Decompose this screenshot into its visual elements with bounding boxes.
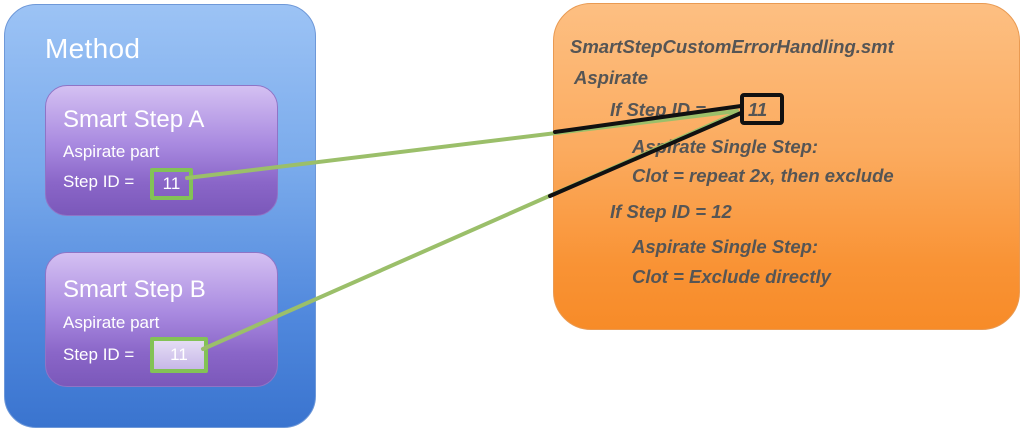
case-1-id-value: 11 [748, 99, 768, 120]
smart-step-b-description: Aspirate part [63, 313, 160, 332]
handler-filename: SmartStepCustomErrorHandling.smt [570, 36, 894, 57]
case-2-action: Aspirate Single Step: [632, 236, 819, 257]
smart-step-b-id-box: 11 [150, 337, 208, 373]
case-1-condition: If Step ID = [610, 99, 707, 120]
smart-step-b-title: Smart Step B [63, 276, 206, 303]
smart-step-a-description: Aspirate part [63, 142, 160, 161]
case-2-rule: Clot = Exclude directly [632, 266, 831, 287]
handler-section: Aspirate [574, 67, 649, 88]
case-1-action: Aspirate Single Step: [632, 136, 819, 157]
smart-step-a-title: Smart Step A [63, 106, 205, 133]
smart-step-b-id-value: 11 [170, 345, 188, 364]
case-1-rule: Clot = repeat 2x, then exclude [632, 165, 894, 186]
smart-step-b-card: Smart Step B Aspirate part Step ID = 11 [45, 252, 278, 387]
smart-step-a-card: Smart Step A Aspirate part Step ID = 11 [45, 85, 278, 216]
target-step-id-highlight [740, 93, 784, 125]
smart-step-b-id-label: Step ID = [63, 345, 135, 364]
method-panel: Method Smart Step A Aspirate part Step I… [4, 4, 316, 428]
smart-step-a-id-value: 11 [162, 174, 181, 193]
case-2-condition: If Step ID = 12 [610, 201, 732, 222]
smart-step-a-id-label: Step ID = [63, 172, 135, 191]
smart-step-a-id-box: 11 [150, 168, 193, 200]
method-title: Method [45, 33, 141, 64]
